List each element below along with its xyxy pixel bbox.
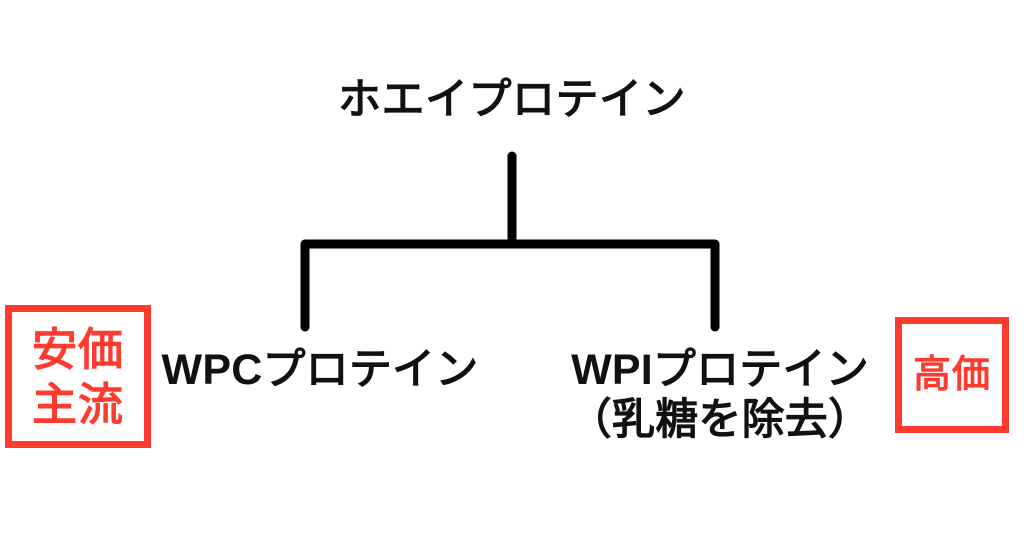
child-node-wpc-title: WPCプロテイン xyxy=(161,346,479,394)
root-node-label: ホエイプロテイン xyxy=(338,76,686,124)
annotation-box-cheap-line-1: 安価 xyxy=(31,323,124,375)
child-node-wpi-title: WPIプロテイン xyxy=(571,346,869,394)
child-node-wpc: WPCプロテイン xyxy=(120,345,520,395)
child-node-wpi-subtitle: （乳糖を除去） xyxy=(568,396,872,444)
annotation-box-expensive-line-1: 高価 xyxy=(912,354,991,396)
annotation-box-expensive: 高価 xyxy=(895,317,1009,433)
annotation-box-cheap: 安価 主流 xyxy=(5,305,151,448)
child-node-wpi: WPIプロテイン （乳糖を除去） xyxy=(540,345,900,445)
annotation-box-cheap-line-2: 主流 xyxy=(31,378,124,430)
